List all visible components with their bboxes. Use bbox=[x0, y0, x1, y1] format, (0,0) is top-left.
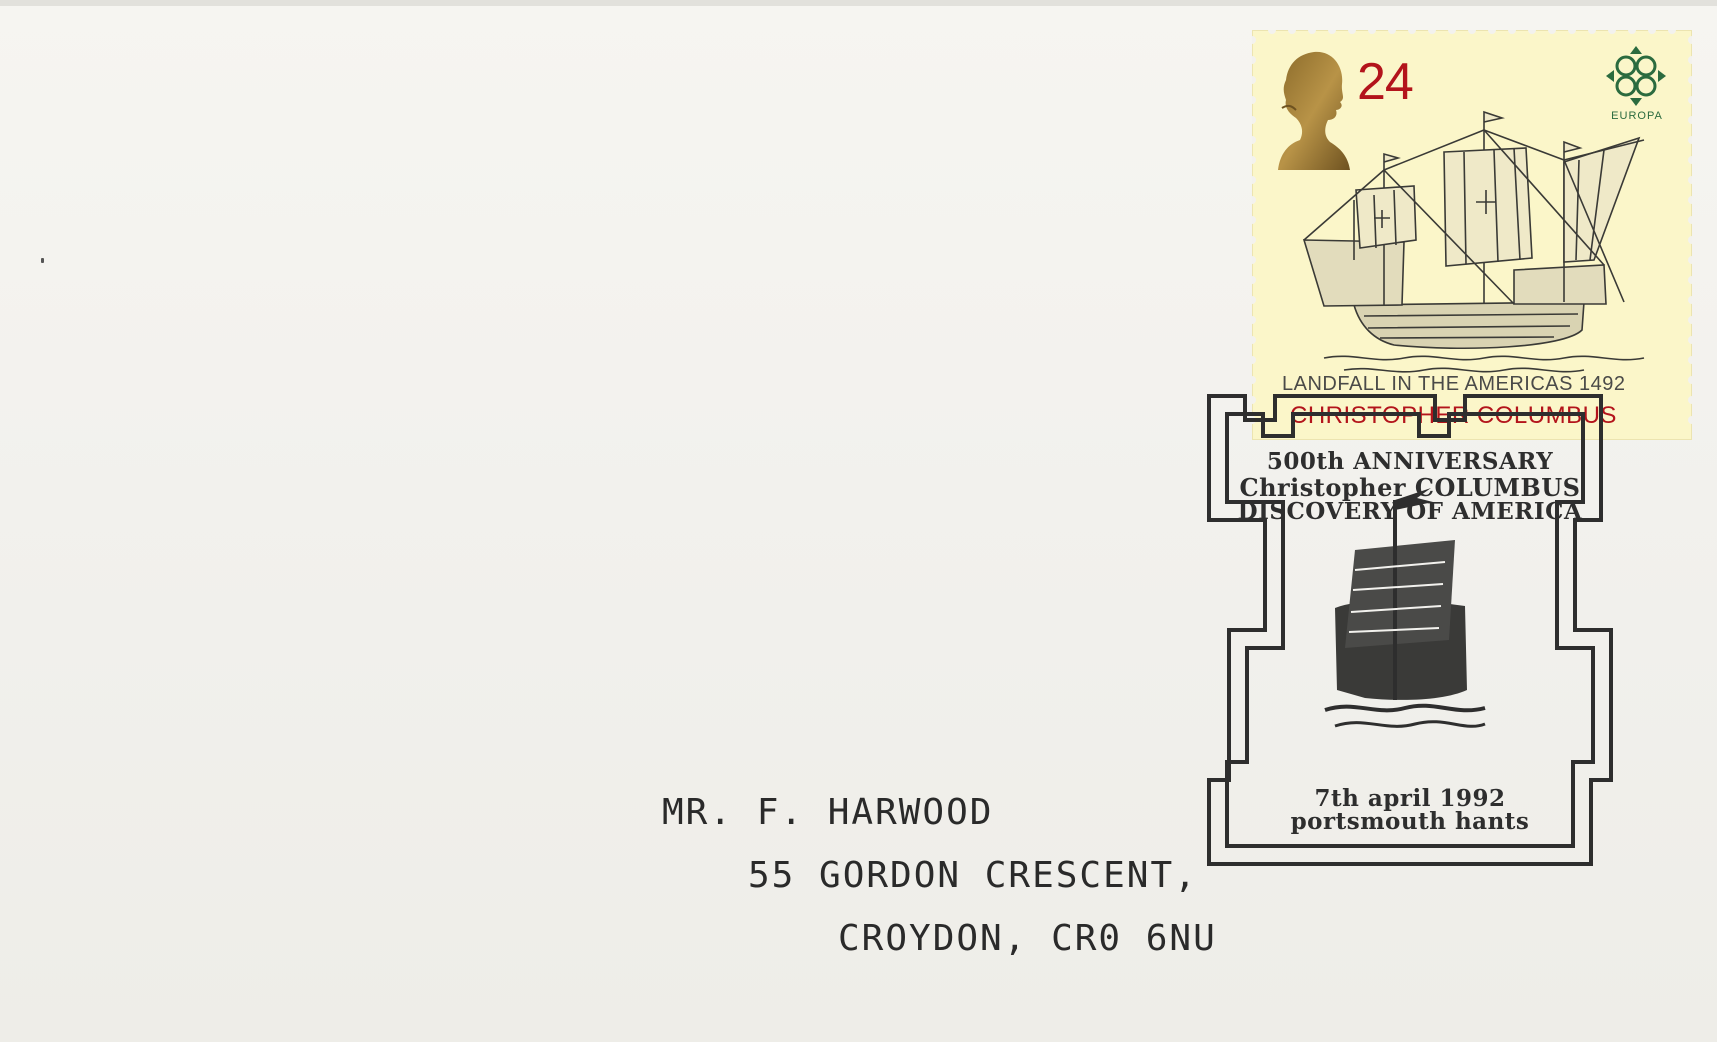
queen-silhouette-icon bbox=[1278, 51, 1350, 170]
postmark-line-anniversary: 500th ANNIVERSARY bbox=[1266, 448, 1554, 475]
ship-engraving bbox=[1302, 110, 1645, 373]
postmark-ship-icon bbox=[1324, 488, 1486, 728]
postmark-frame bbox=[1207, 394, 1613, 866]
postage-stamp: 24 EUROPA bbox=[1252, 30, 1692, 440]
envelope-mark bbox=[41, 258, 44, 263]
postmark-line-discovery: DISCOVERY OF AMERICA bbox=[1237, 498, 1583, 525]
address-name: MR. F. HARWOOD bbox=[662, 792, 994, 833]
postmark-date: 7th april 1992 bbox=[1314, 785, 1506, 812]
europa-logo-icon bbox=[1606, 46, 1666, 106]
address-city-postcode: CROYDON, CR0 6NU bbox=[838, 918, 1217, 959]
postmark-line-columbus: Christopher COLUMBUS bbox=[1239, 473, 1581, 502]
address-street: 55 GORDON CRESCENT, bbox=[748, 855, 1198, 896]
postmark-place: portsmouth hants bbox=[1290, 808, 1530, 835]
europa-label: EUROPA bbox=[1611, 110, 1663, 122]
stamp-denomination: 24 bbox=[1357, 53, 1414, 111]
envelope-top-edge bbox=[0, 0, 1717, 6]
stamp-caption-landfall: LANDFALL IN THE AMERICAS 1492 bbox=[1282, 373, 1626, 395]
